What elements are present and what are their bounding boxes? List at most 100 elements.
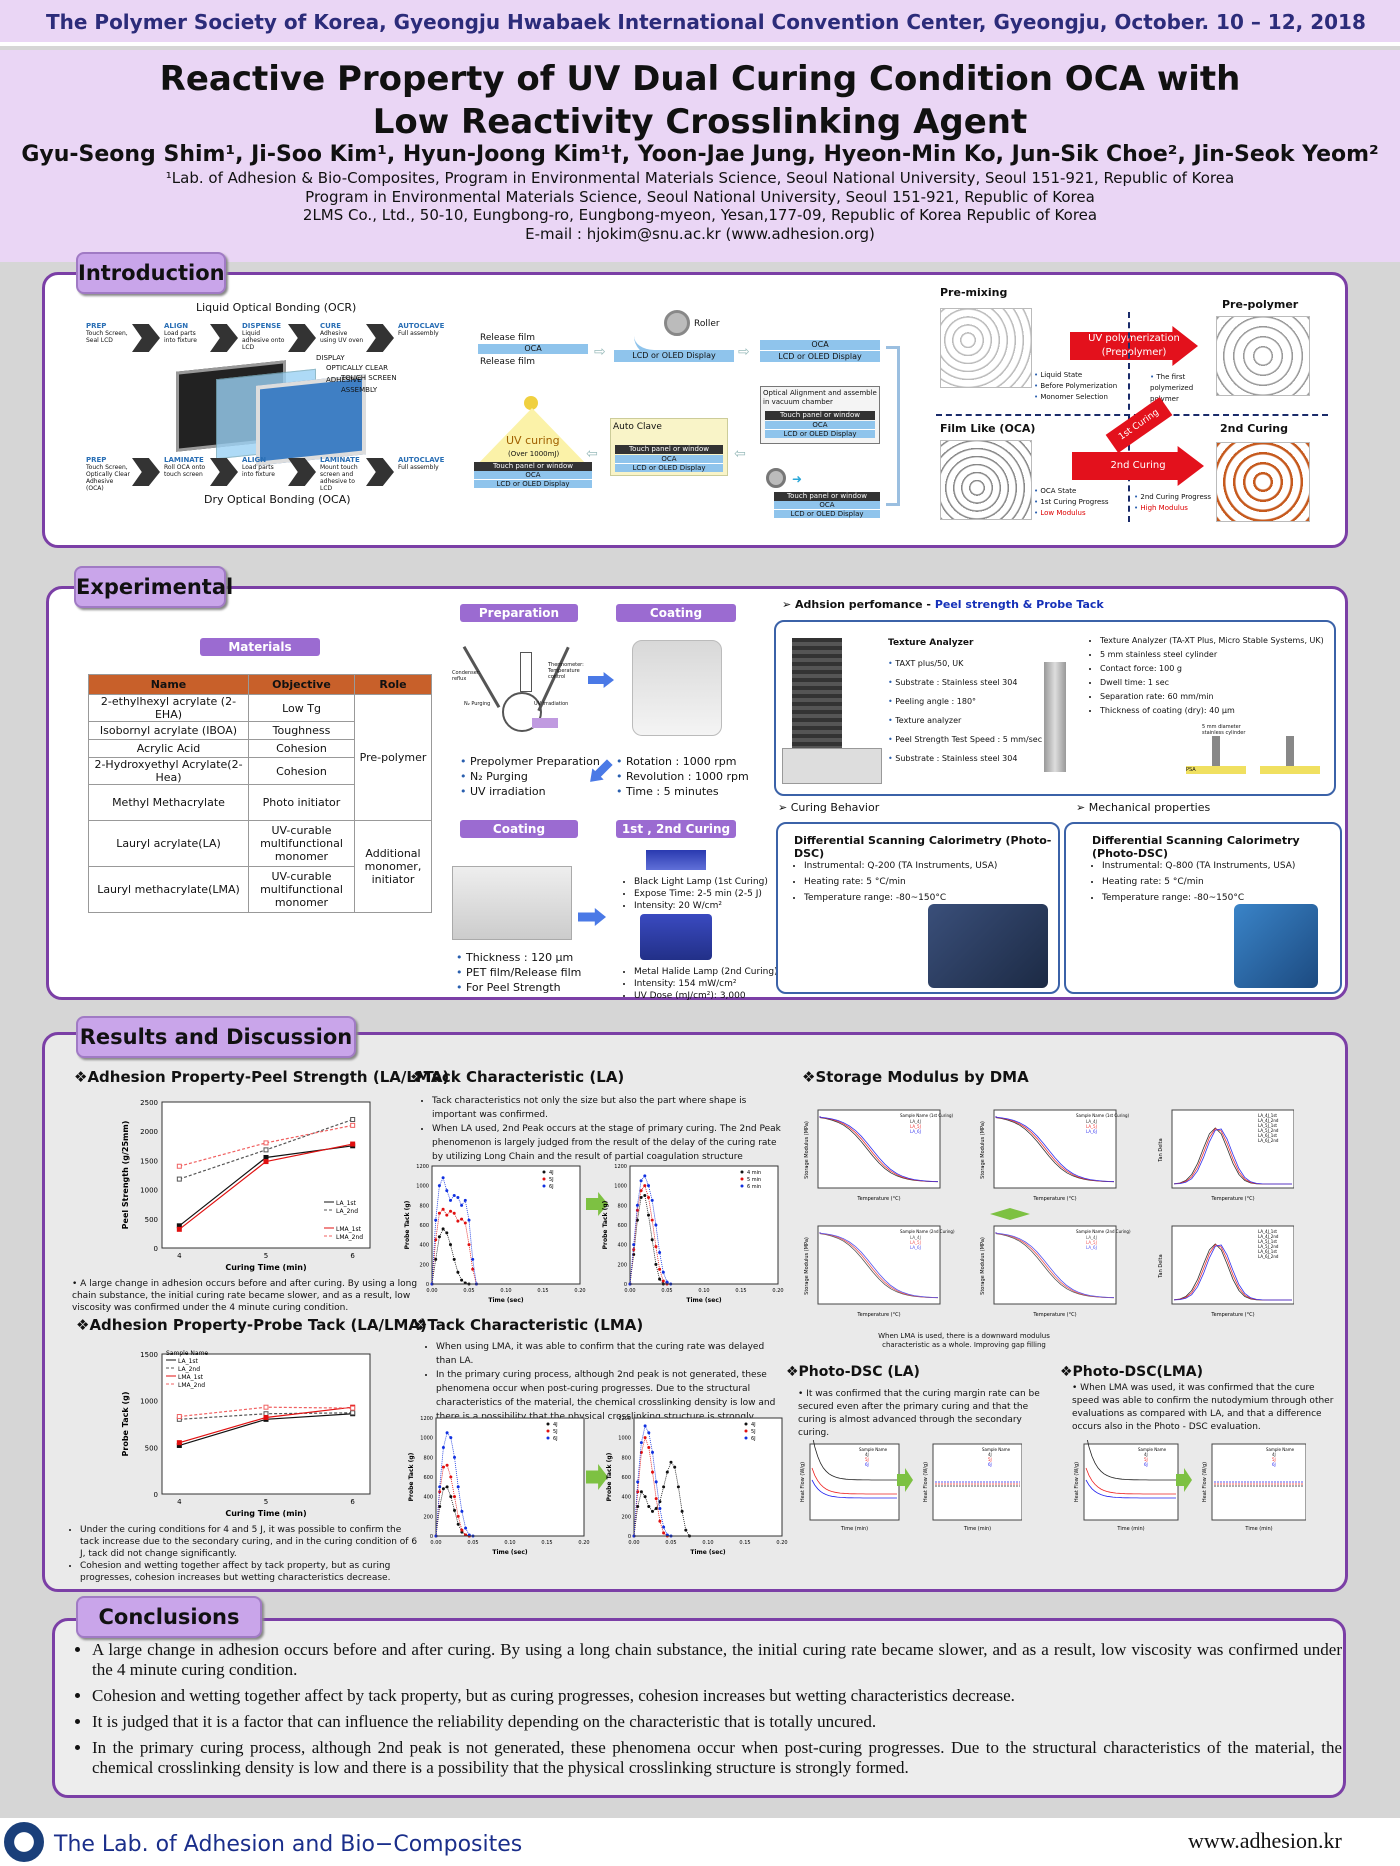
dma-legend-title: Sample Name (1st Curing) <box>900 1113 954 1118</box>
second-curing-arrow: 2nd Curing <box>1072 446 1204 486</box>
y-tick-label: 500 <box>145 1444 158 1452</box>
process-step-title: PREP <box>86 456 107 464</box>
data-point <box>636 1480 640 1484</box>
display-illustration: DISPLAY OPTICALLY CLEAR ADHESIVE TOUCH S… <box>176 354 406 466</box>
oca-chamber: OCA <box>765 421 875 429</box>
data-point <box>639 1490 643 1494</box>
data-point <box>263 1147 269 1153</box>
table-cell: 2-ethylhexyl acrylate (2-EHA) <box>88 694 249 722</box>
premix-image <box>940 308 1032 388</box>
data-point <box>662 1531 666 1535</box>
film-note: 1st Curing Progress <box>1034 497 1108 508</box>
legend-swatch <box>546 1429 550 1433</box>
y-tick-label: 500 <box>145 1216 158 1224</box>
curing-behavior-text: Curing Behavior <box>790 801 880 814</box>
uv-lamp-icon <box>524 396 538 410</box>
data-point <box>464 1526 468 1530</box>
data-point <box>441 1487 445 1491</box>
reactor-illustration: Condenser: reflux Thermometer: Temperatu… <box>452 632 584 748</box>
film-image <box>940 440 1032 520</box>
data-point <box>263 1154 269 1160</box>
data-point <box>434 1218 438 1222</box>
legend-label: LA_1st <box>336 1200 357 1207</box>
arrow-icon <box>897 1468 913 1492</box>
affiliation-2: Program in Environmental Materials Scien… <box>305 187 1095 206</box>
dma-legend-label: LA_6J <box>910 1129 921 1134</box>
conclusion-item: Cohesion and wetting together affect by … <box>92 1686 1342 1706</box>
peel-text-body: A large change in adhesion occurs before… <box>72 1279 418 1313</box>
marker-icon: ➢ <box>778 801 791 814</box>
table-cell: UV-curable multifunctional monomer <box>248 820 355 867</box>
data-point <box>441 1465 445 1469</box>
data-point <box>350 1405 356 1411</box>
data-point <box>437 1235 441 1239</box>
data-point <box>658 1506 662 1510</box>
y-tick-label: 0 <box>154 1491 158 1499</box>
data-point <box>651 1450 654 1454</box>
y-tick-label: 200 <box>621 1514 631 1520</box>
arrow-icon <box>990 1208 1030 1220</box>
premix-notes: Liquid State Before Polymerization Monom… <box>1034 370 1117 403</box>
data-point <box>684 1528 688 1532</box>
mixer-image <box>632 640 722 736</box>
data-point <box>176 1440 182 1446</box>
touch-screen-label: TOUCH SCREEN ASSEMBLY <box>341 374 397 394</box>
legend-swatch <box>542 1170 546 1174</box>
y-tick-label: 200 <box>423 1514 433 1520</box>
dma-y-label: Storage Modulus (MPa) <box>980 1121 986 1179</box>
y-axis-label: Probe Tack (g) <box>606 1452 613 1501</box>
data-point <box>460 1509 464 1513</box>
dsc-legend-title: Sample Name <box>982 1447 1011 1452</box>
premix-label: Pre-mixing <box>940 286 1008 299</box>
data-point <box>449 1198 452 1202</box>
legend-label: 5J <box>751 1429 756 1435</box>
dma-y-label: Tan Delta <box>1158 1138 1164 1162</box>
x-tick-label: 4 <box>177 1498 182 1506</box>
table-header: Objective <box>248 674 355 695</box>
process-step-text: Touch Screen, Seal LCD <box>86 330 128 344</box>
dsc-legend-label: 5J <box>865 1457 869 1462</box>
coating-note: Revolution : 1000 rpm <box>616 769 749 784</box>
data-point <box>635 1203 639 1207</box>
dma-legend-label: LA_4J <box>1086 1119 1097 1124</box>
data-point <box>661 1279 665 1283</box>
legend-label: 5J <box>553 1429 558 1435</box>
data-point <box>263 1159 269 1165</box>
curing-mechanism: Pre-mixing Pre-polymer UV polymerization… <box>936 286 1328 536</box>
y-axis-label: Probe Tack (g) <box>121 1392 130 1457</box>
dma-legend-label: LA_5J <box>910 1124 921 1129</box>
dma-curve <box>995 1116 1115 1182</box>
oca-autoclave: OCA <box>615 455 723 463</box>
header <box>0 50 1400 262</box>
dsc-y-label: Heat Flow (W/g) <box>1202 1462 1208 1502</box>
data-point <box>662 1485 666 1489</box>
arrow-icon <box>1176 1468 1192 1492</box>
arrow-right-icon <box>586 1464 608 1490</box>
lab-website: www.adhesion.kr <box>1188 1828 1342 1853</box>
tan-legend-label: LA_5J_2nd <box>1258 1244 1279 1249</box>
uv-irr-label: UV irradiation <box>534 701 569 707</box>
peel-title: ❖Adhesion Property-Peel Strength (LA/LMA… <box>74 1068 450 1086</box>
dsc-legend-label: 4J <box>865 1452 869 1457</box>
bottom-touch-panel: Touch panel or window <box>774 492 880 501</box>
legend-label: LA_2nd <box>336 1208 358 1215</box>
role-cell: Pre-polymer <box>354 694 432 821</box>
x-tick-label: 0.20 <box>578 1540 589 1546</box>
data-point <box>445 1231 449 1235</box>
tan-legend-label: LA_4J_1st <box>1258 1113 1277 1118</box>
marker-icon: ➢ <box>782 598 796 611</box>
y-tick-label: 400 <box>617 1243 627 1249</box>
data-point <box>445 1189 449 1193</box>
y-tick-label: 1500 <box>140 1157 158 1165</box>
coating2-note: For Peel Strength <box>456 980 581 995</box>
data-point <box>449 1475 453 1479</box>
data-point <box>456 1522 460 1526</box>
data-point <box>434 1238 438 1242</box>
x-tick-label: 0.20 <box>574 1288 585 1294</box>
curing-label: 1st , 2nd Curing <box>616 820 736 838</box>
data-point <box>658 1500 662 1504</box>
dma-note: Temperature range: -80~150°C <box>1102 890 1295 906</box>
